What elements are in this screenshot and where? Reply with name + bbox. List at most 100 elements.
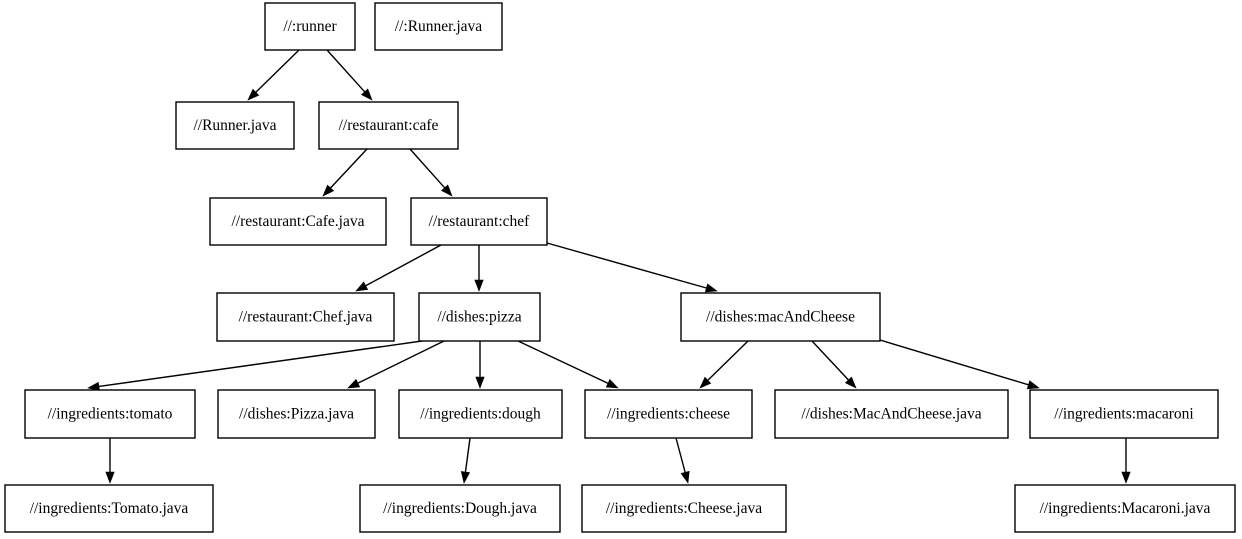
- edge-dishes_pizza-to-ing_tomato: [87, 340, 423, 392]
- edge-arrowhead: [360, 88, 373, 101]
- node-label: //dishes:macAndCheese: [706, 309, 855, 326]
- node-dishes_mac_java[interactable]: //dishes:MacAndCheese.java: [774, 389, 1009, 439]
- edge-runner-to-runner_java: [247, 49, 300, 101]
- edge-arrowhead: [680, 470, 690, 484]
- node-restaurant_cafe[interactable]: //restaurant:cafe: [318, 101, 459, 150]
- edge-ing_macaroni-to-ing_macaroni_java: [1121, 438, 1131, 484]
- node-box[interactable]: [374, 2, 503, 51]
- node-runner_java_root[interactable]: //:Runner.java: [374, 2, 503, 51]
- node-label: //ingredients:cheese: [607, 406, 730, 423]
- node-box[interactable]: [680, 292, 881, 342]
- node-box[interactable]: [318, 101, 459, 150]
- node-box[interactable]: [398, 389, 563, 439]
- node-label: //restaurant:Cafe.java: [232, 213, 365, 230]
- node-runner_java[interactable]: //Runner.java: [175, 101, 295, 150]
- edge-dishes_pizza-to-dishes_pizza_java: [347, 340, 445, 389]
- edge-runner-to-restaurant_cafe: [326, 49, 373, 101]
- edge-restaurant_chef-to-dishes_macandcheese: [546, 242, 718, 293]
- edge-line: [98, 340, 423, 388]
- edge-ing_cheese-to-ing_cheese_java: [675, 437, 690, 484]
- edge-line: [326, 49, 366, 93]
- edge-restaurant_cafe-to-restaurant_cafe_java: [322, 148, 368, 197]
- node-dishes_pizza_java[interactable]: //dishes:Pizza.java: [217, 389, 376, 439]
- edge-dishes_pizza-to-ing_dough: [475, 341, 485, 389]
- node-box[interactable]: [418, 292, 541, 342]
- node-restaurant_cafe_java[interactable]: //restaurant:Cafe.java: [209, 197, 387, 246]
- node-ing_dough[interactable]: //ingredients:dough: [398, 389, 563, 439]
- edge-arrowhead: [704, 283, 718, 293]
- node-box[interactable]: [24, 389, 196, 439]
- node-dishes_pizza[interactable]: //dishes:pizza: [418, 292, 541, 342]
- node-box[interactable]: [4, 484, 214, 533]
- edge-line: [464, 437, 471, 473]
- edge-line: [517, 340, 609, 384]
- edge-arrowhead: [460, 471, 471, 484]
- edge-restaurant_cafe-to-restaurant_chef: [409, 148, 453, 197]
- edge-arrowhead: [247, 88, 260, 101]
- node-dishes_macandcheese[interactable]: //dishes:macAndCheese: [680, 292, 881, 342]
- node-label: //ingredients:tomato: [48, 406, 173, 423]
- edge-arrowhead: [699, 376, 712, 389]
- node-ing_macaroni_java[interactable]: //ingredients:Macaroni.java: [1014, 484, 1236, 533]
- edge-line: [675, 437, 686, 473]
- node-label: //dishes:Pizza.java: [239, 406, 354, 423]
- node-box[interactable]: [216, 292, 395, 342]
- node-ing_macaroni[interactable]: //ingredients:macaroni: [1029, 389, 1219, 439]
- node-box[interactable]: [1014, 484, 1236, 533]
- edge-arrowhead: [441, 184, 453, 197]
- edge-arrowhead: [1026, 380, 1040, 390]
- node-ing_dough_java[interactable]: //ingredients:Dough.java: [359, 484, 561, 533]
- node-restaurant_chef_java[interactable]: //restaurant:Chef.java: [216, 292, 395, 342]
- node-label: //ingredients:macaroni: [1054, 406, 1194, 423]
- node-label: //restaurant:cafe: [339, 117, 439, 134]
- node-runner[interactable]: //:runner: [264, 2, 356, 51]
- node-box[interactable]: [774, 389, 1009, 439]
- edge-line: [357, 340, 445, 384]
- edge-dishes_macandcheese-to-ing_macaroni: [879, 339, 1040, 390]
- edge-arrowhead: [105, 471, 115, 484]
- edge-arrowhead: [605, 378, 619, 389]
- node-box[interactable]: [217, 389, 376, 439]
- node-label: //Runner.java: [193, 117, 276, 134]
- node-box[interactable]: [581, 484, 787, 533]
- node-box[interactable]: [584, 389, 753, 439]
- edge-dishes_macandcheese-to-ing_cheese: [699, 340, 749, 389]
- node-box[interactable]: [359, 484, 561, 533]
- edge-line: [879, 339, 1029, 386]
- node-ing_tomato_java[interactable]: //ingredients:Tomato.java: [4, 484, 214, 533]
- node-label: //:Runner.java: [395, 18, 483, 35]
- nodes-layer: //:runner //:Runner.java //Runner.java //re…: [4, 2, 1236, 533]
- edges-layer: [87, 49, 1131, 484]
- node-box[interactable]: [410, 197, 548, 246]
- edge-line: [409, 148, 446, 189]
- edge-line: [811, 340, 849, 381]
- node-ing_tomato[interactable]: //ingredients:tomato: [24, 389, 196, 439]
- node-label: //:runner: [283, 18, 337, 35]
- node-box[interactable]: [264, 2, 356, 51]
- edge-line: [365, 244, 442, 287]
- node-box[interactable]: [209, 197, 387, 246]
- edge-dishes_macandcheese-to-dishes_mac_java: [811, 340, 857, 389]
- node-label: //restaurant:chef: [429, 213, 531, 230]
- node-label: //dishes:pizza: [437, 309, 521, 326]
- edge-restaurant_chef-to-restaurant_chef_java: [355, 244, 442, 292]
- node-box[interactable]: [175, 101, 295, 150]
- edge-line: [255, 49, 300, 93]
- node-ing_cheese[interactable]: //ingredients:cheese: [584, 389, 753, 439]
- edge-dishes_pizza-to-ing_cheese: [517, 340, 619, 389]
- node-label: //dishes:MacAndCheese.java: [801, 406, 981, 423]
- edge-line: [707, 340, 749, 381]
- edge-arrowhead: [474, 279, 484, 292]
- node-label: //ingredients:Macaroni.java: [1040, 500, 1211, 517]
- edge-arrowhead: [844, 376, 857, 389]
- node-box[interactable]: [1029, 389, 1219, 439]
- node-label: //ingredients:Tomato.java: [30, 500, 189, 517]
- node-restaurant_chef[interactable]: //restaurant:chef: [410, 197, 548, 246]
- edge-arrowhead: [1121, 471, 1131, 484]
- edge-line: [330, 148, 368, 189]
- node-ing_cheese_java[interactable]: //ingredients:Cheese.java: [581, 484, 787, 533]
- edge-arrowhead: [355, 281, 369, 292]
- edge-arrowhead: [475, 376, 485, 389]
